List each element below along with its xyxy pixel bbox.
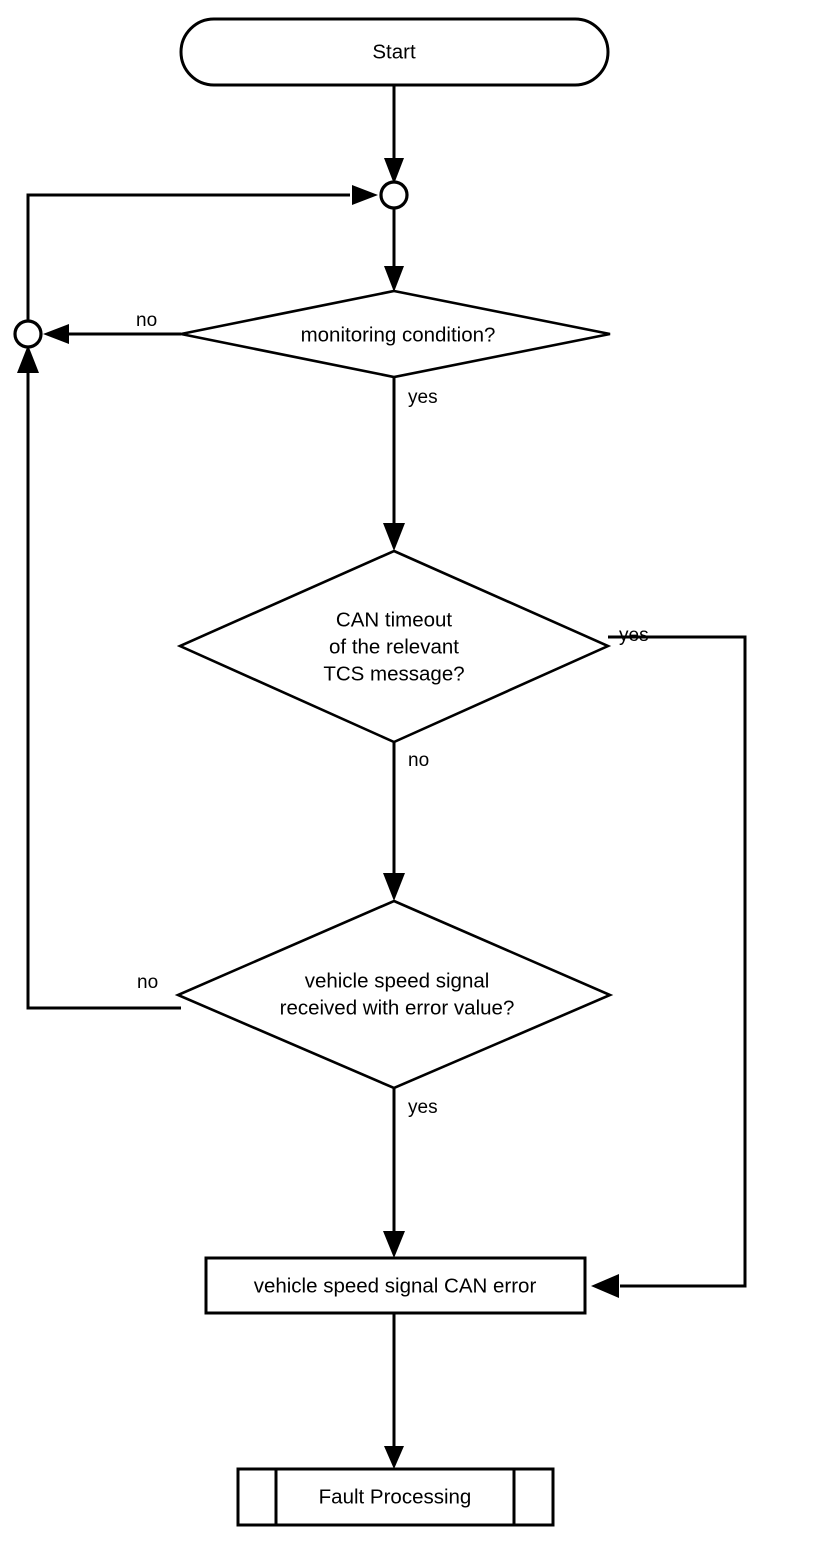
node-process-can-error[interactable]: vehicle speed signal CAN error	[204, 1256, 587, 1315]
arrow-head-icon	[591, 1274, 619, 1298]
edge-label-error-value-no: no	[137, 972, 158, 993]
edge-monitoring-yes-to-can-timeout	[383, 377, 405, 551]
edge-label-can-timeout-yes: yes	[619, 625, 649, 646]
process-can-error-shape	[204, 1256, 587, 1315]
edge-start-to-connector	[384, 85, 404, 184]
decision-monitoring-label: monitoring condition?	[301, 323, 496, 346]
node-connector-top[interactable]	[379, 180, 409, 210]
decision-can-timeout-label-line1: CAN timeout	[336, 608, 453, 631]
arrow-head-icon	[383, 1231, 405, 1258]
edge-process-to-fault-processing	[384, 1313, 404, 1469]
arrow-head-icon	[384, 1446, 404, 1469]
decision-can-timeout-label-line3: TCS message?	[323, 662, 464, 685]
edge-label-monitoring-yes: yes	[408, 387, 438, 408]
connector-circle-left-icon	[13, 319, 43, 349]
decision-error-value-label-line2: received with error value?	[280, 996, 515, 1019]
edge-can-timeout-no-to-error-value	[383, 742, 405, 901]
node-connector-left[interactable]	[13, 319, 43, 349]
arrow-head-icon	[352, 185, 378, 205]
edge-error-value-no-to-left-connector	[17, 345, 181, 1010]
node-start[interactable]: Start	[179, 17, 610, 87]
edge-label-monitoring-no: no	[136, 310, 157, 331]
node-decision-can-timeout[interactable]: CAN timeout of the relevant TCS message?	[176, 549, 612, 744]
decision-error-value-label-line1: vehicle speed signal	[305, 969, 490, 992]
start-shape	[179, 17, 610, 87]
edge-error-value-yes-to-process	[383, 1088, 405, 1258]
decision-error-value-shape	[174, 899, 614, 1090]
node-decision-error-value[interactable]: vehicle speed signal received with error…	[174, 899, 614, 1090]
decision-monitoring-shape	[180, 289, 611, 379]
connector-circle-top-icon	[379, 180, 409, 210]
node-decision-monitoring[interactable]: monitoring condition?	[180, 289, 611, 379]
arrow-head-icon	[384, 266, 404, 292]
process-can-error-label: vehicle speed signal CAN error	[254, 1274, 537, 1297]
arrow-head-icon	[383, 523, 405, 551]
arrow-head-icon	[17, 345, 39, 373]
node-fault-processing[interactable]: Fault Processing	[236, 1467, 555, 1527]
arrow-head-icon	[384, 158, 404, 184]
fault-processing-label: Fault Processing	[319, 1485, 472, 1508]
edge-label-error-value-yes: yes	[408, 1097, 438, 1118]
start-label: Start	[372, 40, 416, 63]
edge-left-connector-to-top-connector	[26, 185, 378, 321]
decision-can-timeout-shape	[176, 549, 612, 744]
arrow-head-icon	[43, 324, 69, 344]
edge-monitoring-no-to-left-connector	[43, 324, 181, 344]
edge-label-can-timeout-no: no	[408, 750, 429, 771]
decision-can-timeout-label-line2: of the relevant	[329, 635, 459, 658]
arrow-head-icon	[383, 873, 405, 901]
edge-can-timeout-yes-to-process	[591, 635, 747, 1298]
edge-connector-to-monitoring	[384, 208, 404, 292]
fault-processing-shape	[236, 1467, 555, 1527]
